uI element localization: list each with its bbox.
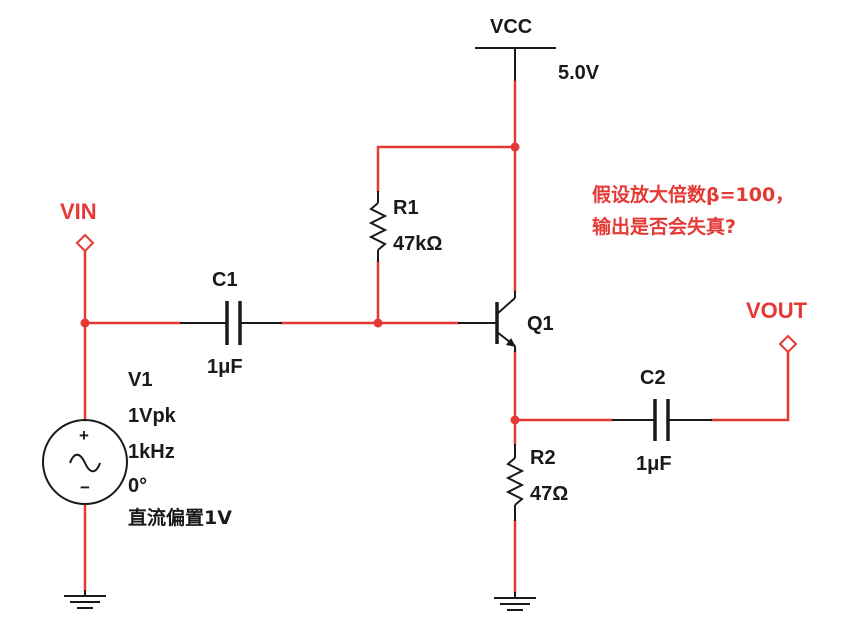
wire-c2-vout [710,350,790,422]
q1-ref: Q1 [527,313,554,335]
v1-dc-offset: 直流偏置1V [128,506,232,529]
wires [83,80,790,594]
c1-value: 1μF [207,356,243,378]
vin-label: VIN [60,199,97,224]
ground-v1 [64,590,106,609]
junction-dot [510,142,520,152]
c2-ref: C2 [640,367,666,389]
wire-r1-top [376,145,517,193]
vcc-label: VCC [490,16,532,38]
v1-phase: 0° [128,475,147,497]
c2-value: 1μF [636,453,672,475]
capacitor-c1[interactable]: C1 1μF [180,269,282,378]
junction-dot [80,318,90,328]
v1-amplitude: 1Vpk [128,405,177,427]
r2-ref: R2 [530,447,556,469]
resistor-icon [368,202,388,251]
resistor-r2[interactable]: R2 47Ω [505,444,568,521]
port-diamond-icon [75,233,95,253]
emitter-arrow [506,338,516,347]
sine-wave-icon [69,453,101,473]
resistor-r1[interactable]: R1 47kΩ [368,191,442,262]
vcc-supply[interactable]: VCC 5.0V [475,16,600,84]
vout-label: VOUT [746,298,808,323]
port-diamond-icon [778,334,798,354]
annotation-line-2: 输出是否会失真? [592,215,736,238]
ac-source-icon [42,419,128,505]
r2-value: 47Ω [530,483,568,505]
port-vin[interactable]: VIN [60,199,97,253]
ac-source-v1[interactable]: + − V1 1Vpk 1kHz 0° 直流偏置1V [42,369,232,529]
capacitor-c2[interactable]: C2 1μF [612,367,712,475]
vcc-voltage: 5.0V [558,62,600,84]
v1-minus: − [80,478,90,497]
r1-value: 47kΩ [393,233,442,255]
question-annotation: 假设放大倍数β=100， 输出是否会失真? [592,183,794,238]
v1-frequency: 1kHz [128,441,175,463]
ground-r2 [494,592,536,611]
c1-ref: C1 [212,269,238,291]
v1-plus: + [79,426,89,445]
annotation-line-1: 假设放大倍数β=100， [592,183,794,206]
port-vout[interactable]: VOUT [746,298,808,354]
r1-ref: R1 [393,197,419,219]
junction-dot [510,415,520,425]
v1-ref: V1 [128,369,152,391]
resistor-icon [505,457,525,506]
transistor-q1[interactable]: Q1 [458,291,554,352]
junction-dot [373,318,383,328]
